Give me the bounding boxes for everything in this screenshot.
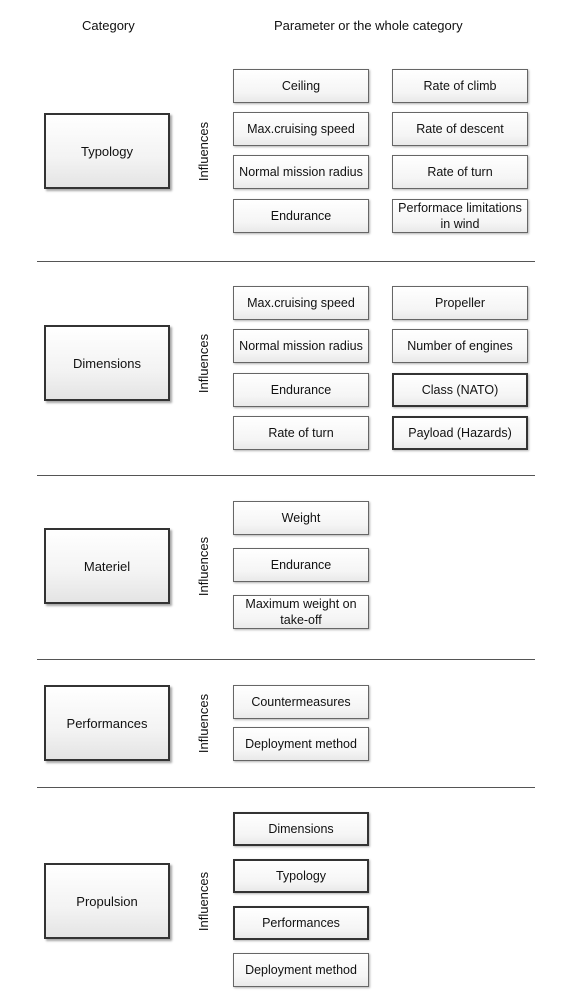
category-propulsion: Propulsion: [44, 863, 170, 939]
param-endurance: Endurance: [233, 199, 369, 233]
param-normal-mission-radius: Normal mission radius: [233, 155, 369, 189]
param-number-of-engines: Number of engines: [392, 329, 528, 363]
section-divider: [37, 659, 535, 660]
param-normal-mission-radius: Normal mission radius: [233, 329, 369, 363]
param-countermeasures: Countermeasures: [233, 685, 369, 719]
influences-label-typology: Influences: [196, 121, 212, 181]
param-propeller: Propeller: [392, 286, 528, 320]
parameter-column-header: Parameter or the whole category: [274, 18, 463, 33]
param-dimensions: Dimensions: [233, 812, 369, 846]
param-endurance: Endurance: [233, 373, 369, 407]
category-column-header: Category: [82, 18, 135, 33]
influences-label-dimensions: Influences: [196, 333, 212, 393]
param-typology: Typology: [233, 859, 369, 893]
param-rate-of-descent: Rate of descent: [392, 112, 528, 146]
param-rate-of-turn: Rate of turn: [392, 155, 528, 189]
param-performances: Performances: [233, 906, 369, 940]
category-typology: Typology: [44, 113, 170, 189]
param-deployment-method: Deployment method: [233, 953, 369, 987]
param-deployment-method: Deployment method: [233, 727, 369, 761]
param-endurance: Endurance: [233, 548, 369, 582]
section-divider: [37, 787, 535, 788]
param-maximum-weight-on-take-off: Maximum weight on take-off: [233, 595, 369, 629]
param-performance-limitations-in-wind: Performace limitations in wind: [392, 199, 528, 233]
param-rate-of-turn: Rate of turn: [233, 416, 369, 450]
param-max-cruising-speed: Max.cruising speed: [233, 286, 369, 320]
category-dimensions: Dimensions: [44, 325, 170, 401]
section-divider: [37, 261, 535, 262]
section-divider: [37, 475, 535, 476]
param-rate-of-climb: Rate of climb: [392, 69, 528, 103]
category-materiel: Materiel: [44, 528, 170, 604]
influences-label-propulsion: Influences: [196, 871, 212, 931]
param-max-cruising-speed: Max.cruising speed: [233, 112, 369, 146]
influences-label-materiel: Influences: [196, 536, 212, 596]
param-weight: Weight: [233, 501, 369, 535]
influences-label-performances: Influences: [196, 693, 212, 753]
param-payload-hazards: Payload (Hazards): [392, 416, 528, 450]
param-ceiling: Ceiling: [233, 69, 369, 103]
category-performances: Performances: [44, 685, 170, 761]
param-class-nato: Class (NATO): [392, 373, 528, 407]
